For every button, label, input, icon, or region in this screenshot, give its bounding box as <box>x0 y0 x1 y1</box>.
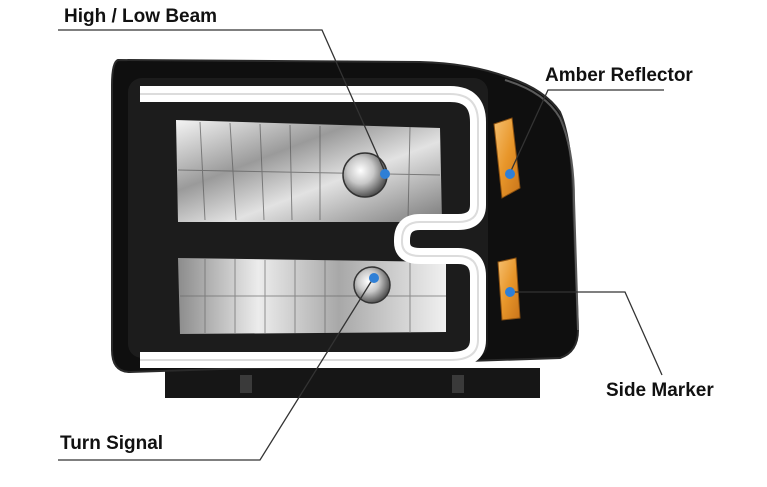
marker-dot-turn-signal <box>369 273 379 283</box>
leader-turn-signal <box>58 276 375 461</box>
label-amber-reflector: Amber Reflector <box>545 65 693 86</box>
led-light-bar-glow <box>140 93 479 361</box>
lens-edge <box>504 79 579 331</box>
leader-amber-reflector <box>509 89 664 174</box>
label-turn-signal: Turn Signal <box>60 433 164 454</box>
lower-reflector <box>178 258 446 334</box>
label-high-low-beam: High / Low Beam <box>64 6 218 27</box>
upper-reflector <box>176 120 442 222</box>
signal-bulb <box>353 266 391 304</box>
mounting-bracket <box>165 368 540 398</box>
leader-high-low-beam <box>58 29 386 173</box>
leader-lines <box>58 29 664 461</box>
leader-side-marker <box>510 291 663 376</box>
marker-dot-side-marker <box>505 287 515 297</box>
amber-reflector <box>493 117 521 199</box>
label-side-marker: Side Marker <box>606 380 714 401</box>
marker-dot-high-low-beam <box>380 169 390 179</box>
marker-dots <box>369 169 515 297</box>
marker-dot-amber-reflector <box>505 169 515 179</box>
